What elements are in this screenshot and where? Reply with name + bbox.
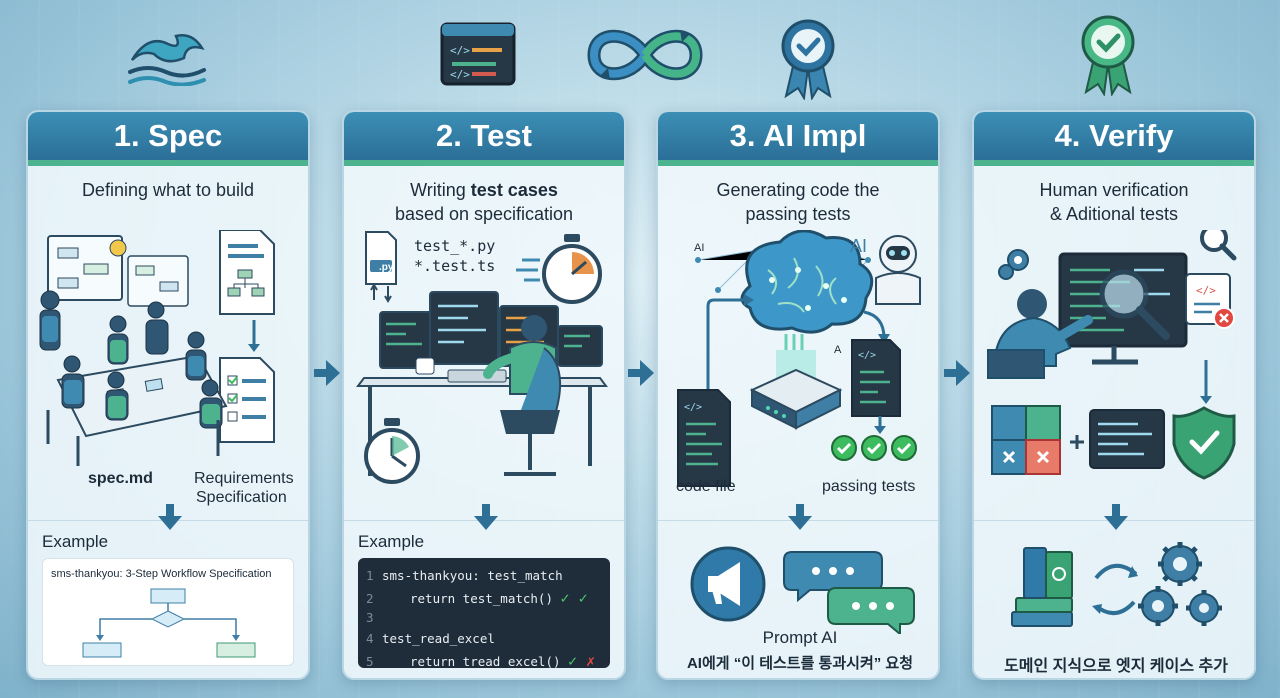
svg-text:</>: </>	[1196, 284, 1216, 297]
requirements-label: Requirements	[194, 470, 294, 487]
svg-text:</>: </>	[450, 44, 470, 57]
infinity-loop-icon	[587, 29, 703, 81]
code-text: sms-thankyou: test_match	[382, 568, 563, 583]
svg-text:</>: </>	[858, 350, 876, 361]
line-number: 4	[366, 631, 374, 646]
passing-tests-label: passing tests	[822, 478, 916, 495]
books-gears-illustration	[1011, 542, 1222, 627]
example-label: Example	[358, 532, 425, 551]
step-title: 2. Test	[344, 112, 624, 166]
spec-md-label: spec.md	[88, 470, 153, 487]
step-subtitle: Human verification & Aditional tests	[974, 178, 1254, 226]
subtitle-line1: Human verification	[1039, 180, 1189, 200]
line-number: 1	[366, 568, 374, 583]
subtitle-line2: based on specification	[394, 204, 574, 224]
code-text: test_read_excel	[382, 631, 495, 646]
code-text: return tread_excel()	[410, 654, 561, 669]
example-label: Example	[42, 532, 109, 551]
step-verify-panel: 4. Verify Human verification & Aditional …	[972, 110, 1256, 680]
arrow-down-icon	[1104, 504, 1128, 530]
step-ai-impl-panel: 3. AI Impl Generating code the passing te…	[656, 110, 940, 680]
code-line: 5 return tread_excel() ✓ ✗	[366, 652, 602, 673]
subtitle-line1: Generating code the	[716, 180, 880, 200]
code-line: 1 sms-thankyou: test_match	[366, 568, 602, 589]
py-extension-label: .py	[379, 262, 394, 273]
code-line: 4 test_read_excel	[366, 631, 602, 652]
subtitle-pre: Writing	[410, 180, 471, 200]
specification-label: Specification	[196, 489, 287, 506]
test-file-py-label: test_*.py	[414, 237, 496, 255]
step-test-panel: 2. Test Writing test cases based on speci…	[342, 110, 626, 680]
line-number: 5	[366, 654, 374, 669]
test-code-block: 1 sms-thankyou: test_match 2 return test_m…	[358, 558, 610, 670]
a-small-label: A	[834, 344, 842, 356]
subtitle-bold: test cases	[470, 180, 558, 200]
arrow-right-icon	[628, 360, 654, 386]
human-review-illustration: </>	[987, 230, 1237, 480]
subtitle-line2: passing tests	[745, 204, 851, 224]
step-title: 4. Verify	[974, 112, 1254, 166]
step-title: 3. AI Impl	[658, 112, 938, 166]
arrow-right-icon	[944, 360, 970, 386]
prompt-title: Prompt AI	[762, 628, 838, 647]
svg-text:</>: </>	[450, 68, 470, 81]
spec-example-card: sms-thankyou: 3-Step Workflow Specificat…	[42, 558, 294, 666]
verify-footer-text: 도메인 지식으로 엣지 케이스 추가	[1004, 658, 1228, 675]
code-text: return test_match()	[410, 591, 553, 606]
line-number: 2	[366, 591, 374, 606]
code-window-icon: </> </>	[440, 22, 516, 86]
spec-card-title: sms-thankyou: 3-Step Workflow Specificat…	[51, 568, 272, 580]
pass-mark: ✓	[568, 652, 578, 670]
step-subtitle: Writing test cases based on specification	[344, 178, 624, 226]
developer-desk-illustration	[356, 231, 608, 484]
arrow-right-icon	[314, 360, 340, 386]
step-subtitle: Defining what to build	[81, 180, 255, 200]
code-line: 2 return test_match() ✓ ✓	[366, 589, 602, 610]
pass-fail-marks: ✓ ✗	[568, 652, 595, 670]
code-file-label: code file	[676, 478, 736, 495]
flowchart-diagram	[82, 588, 256, 658]
step-title: 1. Spec	[28, 112, 308, 166]
wave-icon	[128, 34, 206, 86]
verified-badge-icon	[781, 19, 835, 100]
svg-text:</>: </>	[684, 402, 702, 413]
prompt-text: AI에게 “이 테스트를 통과시켜” 요청	[686, 655, 914, 672]
subtitle-line2: & Aditional tests	[1049, 204, 1179, 224]
ai-label: AI	[850, 236, 868, 256]
ai-brain-illustration: </> </>	[677, 230, 921, 487]
team-meeting-illustration	[39, 230, 275, 466]
step-subtitle: Generating code the passing tests	[658, 178, 938, 226]
prompt-illustration	[690, 546, 915, 634]
fail-mark: ✗	[577, 652, 596, 670]
test-file-ts-label: *.test.ts	[414, 257, 496, 275]
arrow-down-icon	[474, 504, 498, 530]
ai-small-label: AI	[694, 242, 705, 254]
pass-pass-marks: ✓ ✓	[560, 589, 588, 607]
code-line: 3	[366, 610, 602, 631]
step-spec-panel: 1. Spec Defining what to build	[26, 110, 310, 680]
arrow-down-icon	[788, 504, 812, 530]
check-badge-icon	[1081, 15, 1135, 96]
line-number: 3	[366, 610, 374, 625]
arrow-down-icon	[158, 504, 182, 530]
